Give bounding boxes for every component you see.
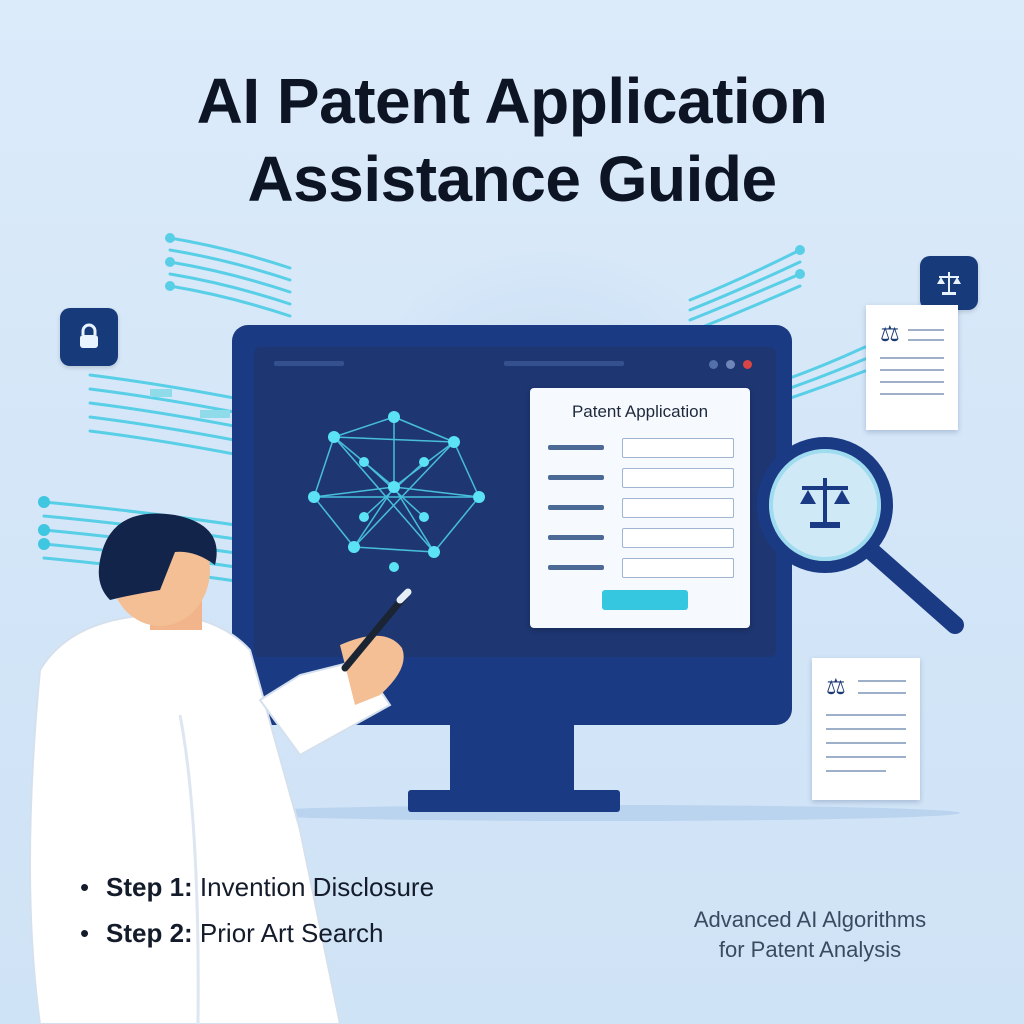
field-label	[548, 565, 604, 570]
form-input[interactable]	[622, 438, 734, 458]
title-line-1: AI Patent Application	[196, 65, 828, 137]
field-label	[548, 535, 604, 540]
monitor-stand-base	[408, 790, 620, 812]
caption-line-1: Advanced AI Algorithms	[693, 907, 927, 932]
form-input[interactable]	[622, 468, 734, 488]
form-input[interactable]	[622, 498, 734, 518]
scales-of-justice-icon	[920, 256, 978, 310]
form-row	[548, 528, 738, 548]
form-input[interactable]	[622, 558, 734, 578]
step-label: Step 2:	[106, 918, 193, 948]
scales-of-justice-icon: ⚖	[826, 674, 846, 699]
data-ribbon-top-right	[688, 245, 805, 330]
form-title: Patent Application	[571, 402, 709, 421]
caption: Advanced AI Algorithms for Patent Analys…	[630, 905, 990, 965]
step-item: Step 2: Prior Art Search	[80, 918, 434, 964]
page-title: AI Patent Application Assistance Guide	[0, 62, 1024, 218]
step-text: Prior Art Search	[199, 918, 384, 948]
monitor-stand-neck	[450, 722, 574, 794]
magnifying-glass-icon	[757, 437, 964, 634]
form-input[interactable]	[622, 528, 734, 548]
patent-document-bottom: ⚖	[812, 658, 920, 800]
patent-application-form: Patent Application	[530, 388, 750, 628]
lock-icon	[60, 308, 118, 366]
data-ribbon-top-left	[165, 233, 292, 318]
close-dot	[743, 360, 752, 369]
scales-of-justice-icon: ⚖	[880, 321, 900, 346]
field-label	[548, 475, 604, 480]
field-label	[548, 505, 604, 510]
form-row	[548, 558, 738, 578]
title-line-2: Assistance Guide	[247, 143, 777, 215]
window-dot	[709, 360, 718, 369]
steps-list: Step 1: Invention Disclosure Step 2: Pri…	[80, 872, 434, 964]
neural-network-graphic	[308, 411, 485, 572]
form-row	[548, 438, 738, 458]
submit-button[interactable]	[602, 590, 688, 610]
caption-line-2: for Patent Analysis	[718, 937, 902, 962]
form-row	[548, 468, 738, 488]
step-text: Invention Disclosure	[199, 872, 435, 902]
field-label	[548, 445, 604, 450]
step-label: Step 1:	[106, 872, 193, 902]
form-row	[548, 498, 738, 518]
step-item: Step 1: Invention Disclosure	[80, 872, 434, 918]
patent-document-top: ⚖	[866, 305, 958, 430]
window-dot	[726, 360, 735, 369]
